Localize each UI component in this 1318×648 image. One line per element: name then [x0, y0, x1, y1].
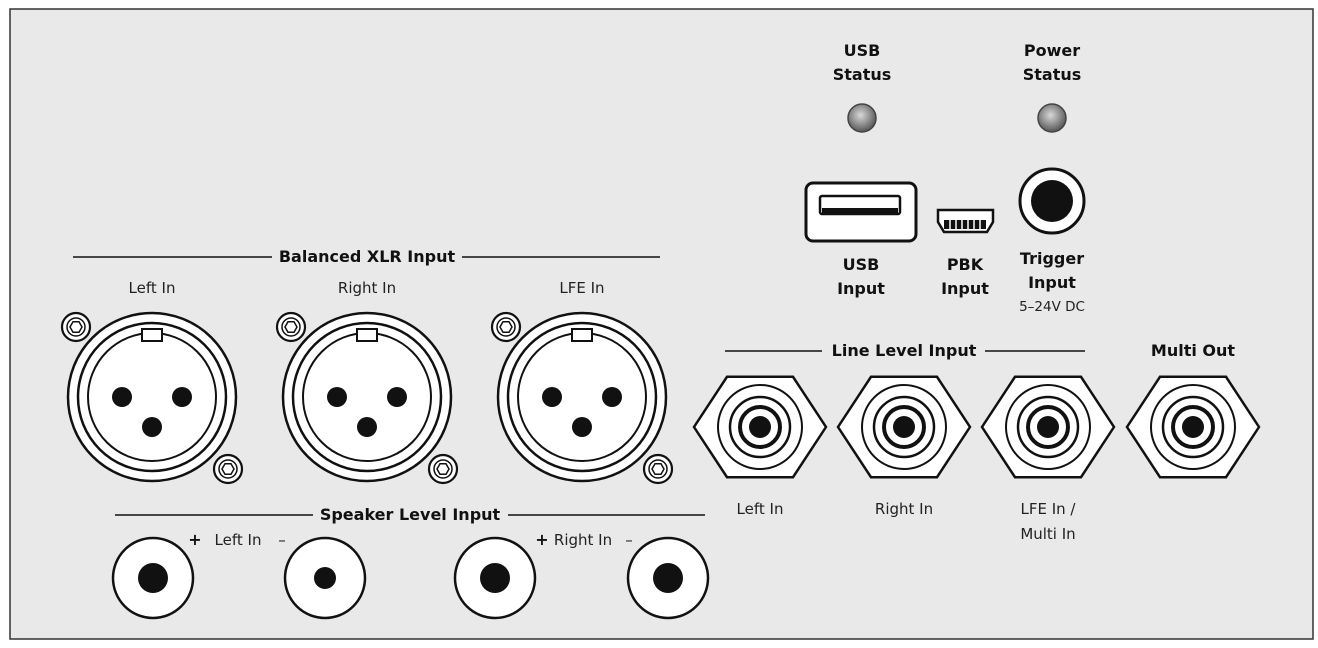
xlr-right-jack[interactable]: [275, 311, 459, 485]
line-left-rca-jack[interactable]: [692, 375, 828, 479]
power-status-label-line2: Status: [1023, 65, 1082, 84]
pbk-input-label-line2: Input: [941, 279, 989, 298]
line-lfe-label-line2: Multi In: [1020, 525, 1075, 543]
usb-input-label-line1: USB: [843, 255, 880, 274]
line-left-label: Left In: [737, 500, 784, 518]
balanced-xlr-section: Balanced XLR Input Left In Right In LFE …: [73, 247, 660, 297]
speaker-right-minus-terminal[interactable]: [626, 536, 710, 620]
speaker-left-minus-terminal[interactable]: [283, 536, 367, 620]
trigger-input-label-line2: Input: [1028, 273, 1076, 292]
pbk-input-label-line1: PBK: [947, 255, 984, 274]
power-status-label-line1: Power: [1024, 41, 1080, 60]
speaker-level-title: Speaker Level Input: [320, 505, 501, 524]
line-right-rca-jack[interactable]: [836, 375, 972, 479]
xlr-left-jack[interactable]: [60, 311, 244, 485]
speaker-right-minus: –: [625, 531, 633, 549]
power-status-indicator: Power Status: [1023, 41, 1082, 133]
trigger-input-spec: 5–24V DC: [1019, 299, 1085, 315]
speaker-right-label: Right In: [554, 531, 612, 549]
line-lfe-label-line1: LFE In /: [1021, 500, 1077, 518]
usb-input-port[interactable]: USB Input: [804, 181, 918, 298]
speaker-right-plus-terminal[interactable]: [453, 536, 537, 620]
power-status-led-icon: [1037, 103, 1067, 133]
xlr-left-label: Left In: [129, 279, 176, 297]
multi-out-rca-jack[interactable]: [1125, 375, 1261, 479]
usb-status-label-line1: USB: [844, 41, 881, 60]
speaker-left-label: Left In: [215, 531, 262, 549]
speaker-right-plus: +: [535, 530, 548, 549]
multi-out-section: Multi Out: [1151, 341, 1235, 360]
speaker-left-plus-terminal[interactable]: [111, 536, 195, 620]
trigger-input-jack[interactable]: Trigger Input 5–24V DC: [1018, 167, 1086, 315]
usb-status-led-icon: [847, 103, 877, 133]
line-right-label: Right In: [875, 500, 933, 518]
panel-background: [9, 8, 1314, 640]
speaker-left-minus: –: [278, 531, 286, 549]
xlr-right-label: Right In: [338, 279, 396, 297]
xlr-lfe-label: LFE In: [559, 279, 604, 297]
pbk-input-port[interactable]: PBK Input: [936, 208, 995, 298]
usb-status-indicator: USB Status: [833, 41, 892, 133]
multi-out-title: Multi Out: [1151, 341, 1235, 360]
balanced-xlr-title: Balanced XLR Input: [279, 247, 456, 266]
usb-status-label-line2: Status: [833, 65, 892, 84]
line-lfe-rca-jack[interactable]: [980, 375, 1116, 479]
speaker-level-section: Speaker Level Input + Left In – + Right …: [115, 505, 705, 549]
usb-input-label-line2: Input: [837, 279, 885, 298]
line-level-section: Line Level Input Left In Right In LFE In…: [725, 341, 1085, 543]
xlr-lfe-jack[interactable]: [490, 311, 674, 485]
line-level-title: Line Level Input: [832, 341, 977, 360]
speaker-left-plus: +: [188, 530, 201, 549]
trigger-input-label-line1: Trigger: [1020, 249, 1084, 268]
